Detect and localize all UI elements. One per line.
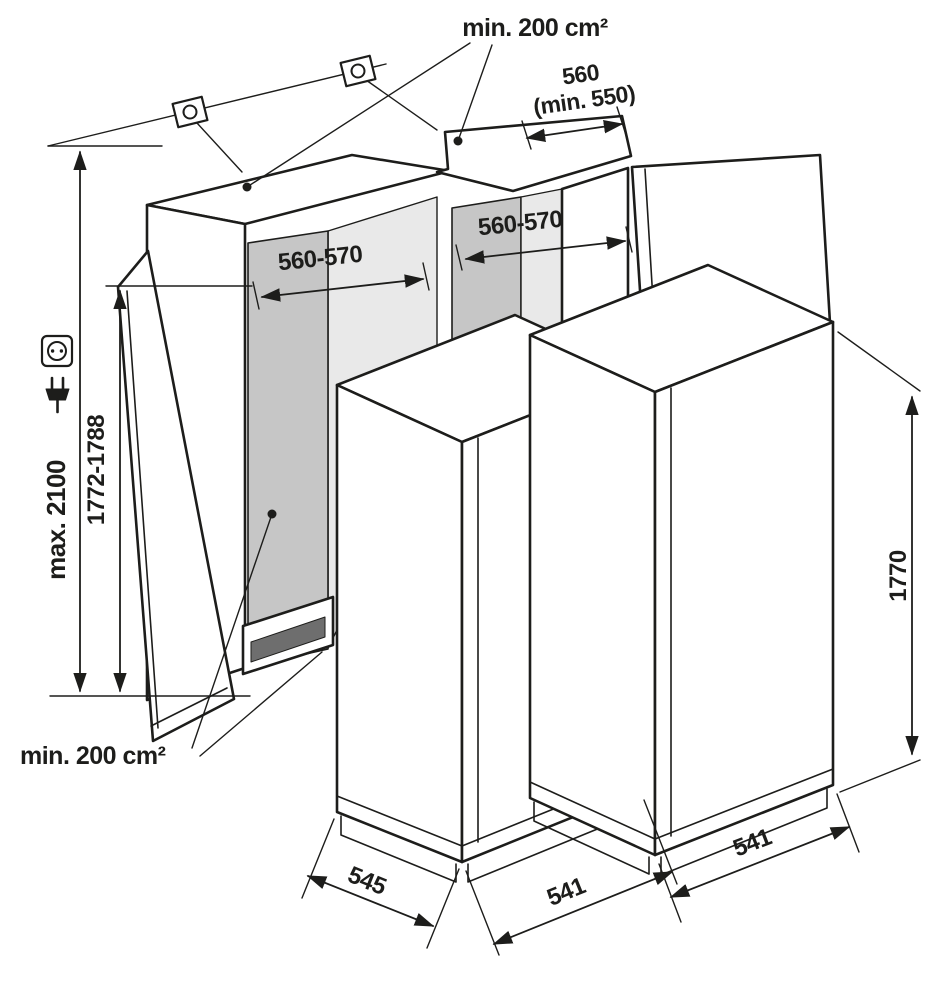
dimension-appliance-width-right: [658, 793, 860, 923]
label-vent-top: min. 200 cm²: [462, 14, 608, 42]
label-top-depth: 560: [560, 59, 600, 90]
power-socket-icon: [40, 334, 74, 368]
label-appliance-width-left: 541: [543, 872, 589, 912]
label-vent-bottom: min. 200 cm²: [20, 742, 166, 770]
label-max-height: max. 2100: [41, 460, 71, 580]
wall-line: [47, 63, 438, 173]
dimension-appliance-height: [837, 331, 921, 793]
wall-bracket-icon: [339, 54, 377, 88]
power-plug-icon: [45, 376, 70, 414]
leader-dot: [453, 136, 463, 146]
vent-note-top: [242, 42, 493, 192]
left-niche-door: [116, 249, 236, 743]
leader-dot: [242, 182, 252, 192]
appliance-base: [533, 801, 650, 875]
label-top-depth-min: (min. 550): [532, 80, 637, 120]
dimension-max-height: [47, 145, 251, 697]
dimension-niche-width-left: [252, 262, 430, 310]
appliance-base: [340, 815, 457, 883]
label-appliance-height: 1770: [885, 550, 912, 602]
wall-bracket-icon: [171, 95, 209, 129]
label-appliance-width-right: 541: [729, 823, 775, 862]
vent-note-bottom: [191, 509, 323, 757]
dimension-niche-width-right: [455, 226, 633, 271]
dimension-appliance-depth: [301, 818, 460, 949]
dimension-niche-height: [105, 285, 253, 693]
vent-slot: [250, 616, 326, 663]
dimension-top-depth: [521, 106, 627, 150]
right-appliance: [528, 263, 835, 876]
label-appliance-depth: 545: [344, 861, 390, 901]
label-niche-height: 1772-1788: [83, 415, 110, 525]
